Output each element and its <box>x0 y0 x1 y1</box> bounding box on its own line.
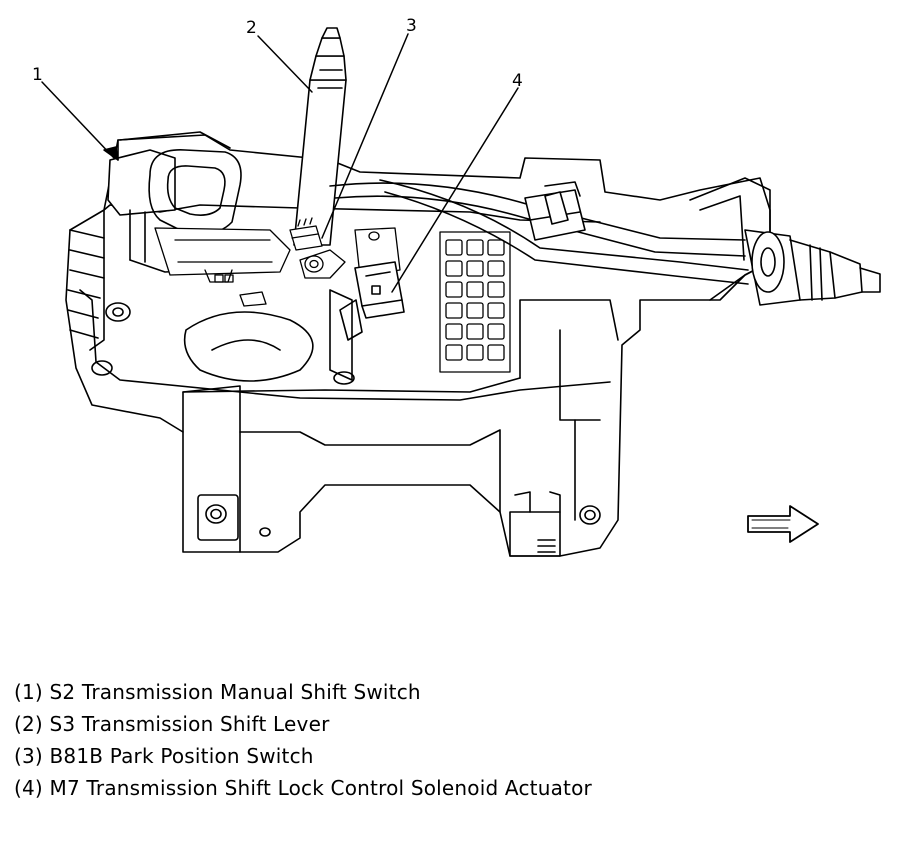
callout-1: 1 <box>32 65 43 85</box>
grid-cell <box>445 239 463 256</box>
leader-line-4 <box>391 87 519 293</box>
grid-cell <box>466 239 484 256</box>
leader-line-2 <box>257 35 313 93</box>
grid-cell <box>487 239 505 256</box>
grid-cell <box>445 323 463 340</box>
grid-cell <box>487 323 505 340</box>
callout-numbers: 1 2 3 4 <box>32 16 523 91</box>
leader-line-1 <box>41 81 115 159</box>
park-position-switch <box>289 217 323 251</box>
grid-cell <box>445 281 463 298</box>
legend: (1) S2 Transmission Manual Shift Switch … <box>14 676 592 804</box>
grid-cell <box>466 344 484 361</box>
callout-2: 2 <box>246 18 257 38</box>
grid-cell <box>445 260 463 277</box>
wiring-harness <box>329 177 771 301</box>
callout-3: 3 <box>406 16 417 36</box>
grid-cell <box>466 323 484 340</box>
right-arrow-icon <box>747 505 819 543</box>
grid-cell <box>487 260 505 277</box>
legend-item-4: (4) M7 Transmission Shift Lock Control S… <box>14 776 592 800</box>
grid-cell <box>466 302 484 319</box>
grid-cell <box>466 260 484 277</box>
grid-cell <box>487 344 505 361</box>
leader-lines <box>41 33 519 293</box>
detent-linkage <box>154 227 401 307</box>
grid-cell <box>445 344 463 361</box>
grid-cell <box>445 302 463 319</box>
shift-lever <box>293 27 347 246</box>
shift-lock-solenoid <box>339 261 405 341</box>
callout-4: 4 <box>512 71 523 91</box>
grid-cell <box>487 302 505 319</box>
legend-item-1: (1) S2 Transmission Manual Shift Switch <box>14 680 421 704</box>
shifter-assembly-diagram: 1 2 3 4 <box>32 16 881 557</box>
legend-item-2: (2) S3 Transmission Shift Lever <box>14 712 330 736</box>
legend-item-3: (3) B81B Park Position Switch <box>14 744 314 768</box>
grid-cell <box>466 281 484 298</box>
end-connector <box>744 229 881 306</box>
leader-line-3 <box>321 33 409 239</box>
leader-arrowhead-1 <box>103 146 119 161</box>
grid-cell <box>487 281 505 298</box>
